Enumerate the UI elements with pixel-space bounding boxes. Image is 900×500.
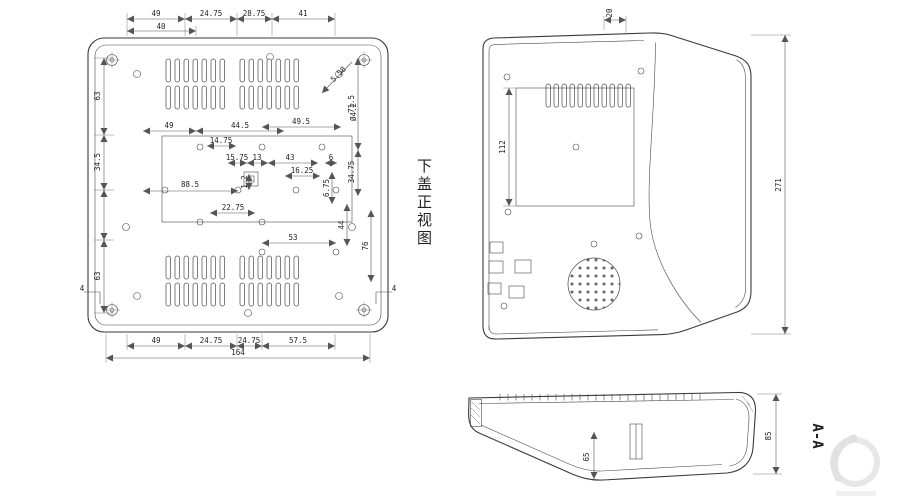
front-face-edge bbox=[488, 40, 645, 330]
section-label: A-A bbox=[809, 423, 825, 449]
front-view-dimensions: 20 271 112 bbox=[498, 8, 791, 335]
dimension-lines bbox=[100, 15, 375, 362]
dim-label: 85 bbox=[764, 431, 773, 440]
view-title-bottom-cover: 下盖正视图 bbox=[415, 158, 433, 248]
section-outline bbox=[468, 391, 757, 481]
front-vent-slots bbox=[545, 83, 631, 108]
dim-label: 71.5 bbox=[347, 95, 356, 113]
dim-label: 63 bbox=[93, 271, 102, 280]
dim-label: 4 bbox=[80, 284, 85, 293]
section-view: 85 65 A-A bbox=[468, 391, 825, 481]
dim-label: 44 bbox=[337, 220, 346, 230]
speaker-grille bbox=[567, 257, 621, 311]
dim-label: 49 bbox=[151, 9, 160, 18]
section-inner-top bbox=[478, 399, 735, 404]
dim-label: 164 bbox=[231, 348, 245, 357]
dim-label: 40 bbox=[156, 22, 166, 31]
dim-label: 24.75 bbox=[200, 9, 223, 18]
dim-label: 53 bbox=[288, 233, 297, 242]
dim-label: 6 bbox=[329, 153, 334, 162]
section-inner-bottom bbox=[480, 424, 723, 472]
dim-label: 49.5 bbox=[292, 117, 310, 126]
dim-label: Ø4.2 bbox=[349, 103, 358, 121]
dim-label: 41 bbox=[298, 9, 307, 18]
dim-label: 34.5 bbox=[93, 153, 102, 171]
side-separation-curve bbox=[648, 42, 702, 323]
dim-label: 24.75 bbox=[200, 336, 223, 345]
dim-label: 43 bbox=[285, 153, 294, 162]
front-view: 20 271 112 bbox=[482, 8, 791, 340]
dim-label: 49 bbox=[164, 121, 173, 130]
dim-label: 65 bbox=[582, 452, 591, 461]
dim-label: 16.25 bbox=[291, 166, 314, 175]
plate-inner-outline bbox=[94, 44, 382, 326]
dim-label: 49 bbox=[151, 336, 160, 345]
right-inner-contour bbox=[735, 59, 746, 308]
dim-label: 22.75 bbox=[222, 203, 245, 212]
dim-label: 20 bbox=[605, 8, 614, 18]
plate-outline bbox=[87, 37, 389, 333]
dim-label: 63 bbox=[93, 91, 102, 100]
section-right-hatch bbox=[741, 395, 754, 413]
dim-label: 4 bbox=[392, 284, 397, 293]
front-screw-holes bbox=[503, 67, 645, 248]
dim-label: 6.75 bbox=[322, 179, 331, 197]
dim-label: 1.2 bbox=[240, 175, 249, 189]
dim-label: 15.75 bbox=[226, 153, 249, 162]
section-left-boss bbox=[470, 399, 482, 427]
button-openings bbox=[487, 241, 532, 310]
section-dimensions: 85 65 bbox=[582, 393, 782, 479]
dim-label: 271 bbox=[774, 178, 783, 192]
dim-label: 76 bbox=[361, 241, 370, 251]
watermark-logo bbox=[830, 434, 880, 496]
dim-label: 24.75 bbox=[238, 336, 261, 345]
dim-label: 14.75 bbox=[210, 136, 233, 145]
dim-label: 88.5 bbox=[181, 180, 199, 189]
dim-label: 13 bbox=[252, 153, 261, 162]
dim-label: 44.5 bbox=[231, 121, 249, 130]
enclosure-outline bbox=[482, 32, 752, 340]
dim-label: 28.75 bbox=[243, 9, 266, 18]
section-left-hatch bbox=[470, 400, 481, 425]
display-recess bbox=[515, 87, 635, 207]
front-face-bottom-edge bbox=[488, 325, 659, 335]
dimension-labels: 49 24.75 28.75 41 40 5.58 Ø4.2 63 34.5 6… bbox=[80, 9, 397, 357]
dim-label: 112 bbox=[498, 140, 507, 154]
bottom-cover-view: 49 24.75 28.75 41 40 5.58 Ø4.2 63 34.5 6… bbox=[80, 9, 433, 363]
dim-label: 34.75 bbox=[347, 161, 356, 184]
dim-label: 57.5 bbox=[289, 336, 307, 345]
display-center-hole bbox=[572, 143, 580, 151]
section-right-cap bbox=[729, 398, 750, 467]
